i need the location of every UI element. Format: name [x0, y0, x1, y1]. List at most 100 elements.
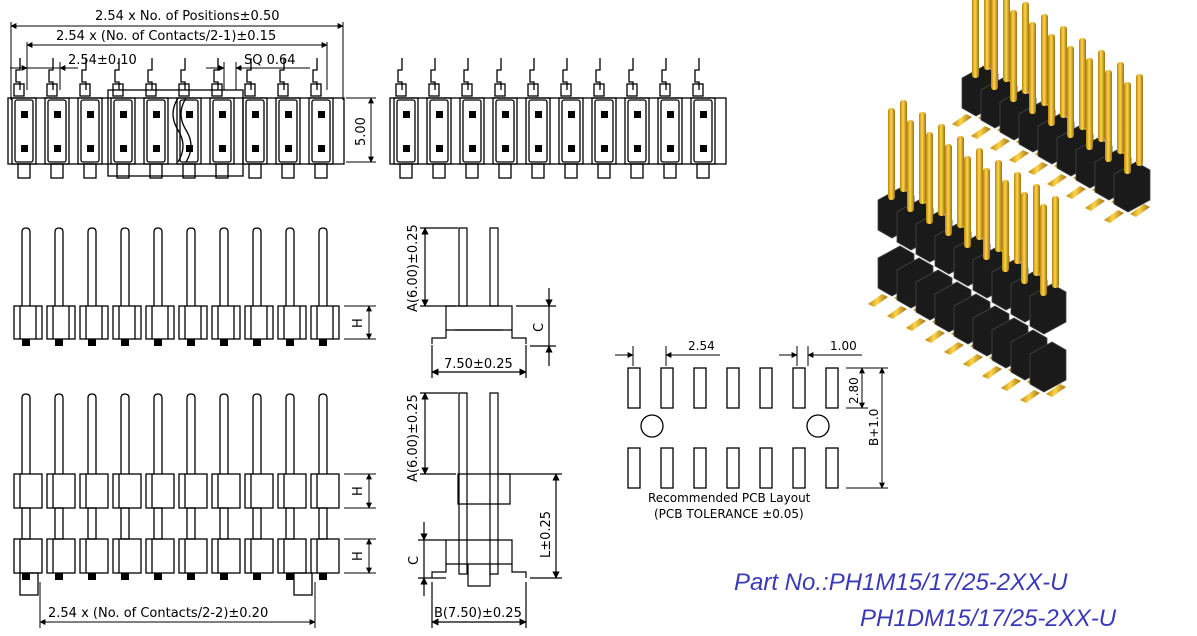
pin-lead-top [15, 58, 21, 90]
pin-square [153, 111, 160, 118]
l-label: L±0.25 [539, 511, 554, 558]
pin-square [502, 145, 509, 152]
pin-tip-top [277, 83, 289, 97]
c-label-2: C [407, 556, 422, 565]
width750: 7.50±0.25 [444, 357, 513, 372]
housing-cell [112, 305, 142, 340]
dim-sq: SQ 0.64 [244, 53, 296, 68]
pin-tip-top [244, 83, 256, 97]
break-frame [107, 89, 244, 177]
top-view-left [7, 58, 345, 179]
pin-square [469, 145, 476, 152]
pin-mid [54, 507, 64, 540]
pcb-pad-bottom [660, 447, 674, 489]
b750: B(7.50)±0.25 [434, 606, 522, 621]
pin-long [219, 393, 229, 474]
smt-foot [154, 339, 162, 346]
render-foot [868, 294, 888, 307]
housing-cell-upper [46, 473, 76, 509]
render-housing [1029, 341, 1067, 393]
pcb-pad-bottom [726, 447, 740, 489]
housing-cell-upper [310, 473, 340, 509]
render-foot [952, 114, 972, 127]
render-pin [984, 0, 991, 70]
pcb-pad-bottom [792, 447, 806, 489]
smt-foot [253, 339, 261, 346]
housing-cell [13, 305, 43, 340]
pin-square [318, 145, 325, 152]
render-pin [1136, 74, 1143, 166]
pin-lead-top [463, 58, 469, 90]
render-pin [907, 120, 914, 212]
dim-contacts-half: 2.54 x (No. of Contacts/2-1)±0.15 [56, 29, 276, 44]
housing-cell [211, 305, 241, 340]
pcb-pad-top [693, 367, 707, 409]
side-view-double-row [13, 393, 340, 596]
render-pin [1041, 14, 1048, 106]
render-pin [1014, 172, 1021, 264]
smt-foot [253, 573, 261, 580]
housing-inner [245, 99, 265, 163]
smt-foot [220, 573, 228, 580]
pin-lead-top [628, 58, 634, 90]
pin-square [87, 111, 94, 118]
end-peg [293, 572, 313, 596]
pin-square [186, 111, 193, 118]
housing-cell-lower [277, 538, 307, 574]
pin-square [252, 145, 259, 152]
render-pin [983, 168, 990, 260]
side-view-single-row [13, 227, 340, 346]
pin-lead-top [48, 58, 54, 90]
pin-square [252, 111, 259, 118]
housing-cell [244, 305, 274, 340]
pcb-b-plus: B+1.0 [867, 409, 881, 446]
pin-lead-top [397, 58, 403, 90]
pin-lead-bottom [399, 163, 413, 179]
pin-lead-top [430, 58, 436, 90]
render-pin [972, 0, 979, 78]
smt-foot [319, 339, 327, 346]
render-pin [919, 112, 926, 204]
render-pin [1098, 50, 1105, 142]
render-pin [1021, 192, 1028, 284]
pcb-pad-top [792, 367, 806, 409]
smt-foot [55, 573, 63, 580]
pin-lead-top [213, 58, 219, 90]
pin-lead-bottom [83, 163, 97, 179]
housing-cell-upper [13, 473, 43, 509]
pin-square [700, 145, 707, 152]
pin-square [436, 145, 443, 152]
render-foot [944, 342, 964, 355]
housing-cell-lower [13, 538, 43, 574]
pin-lead-top [562, 58, 568, 90]
pin-long [252, 393, 262, 474]
break-line [180, 97, 192, 163]
pcb-caption-2: (PCB TOLERANCE ±0.05) [654, 507, 804, 521]
housing-inner [594, 99, 614, 163]
pin-lead-bottom [498, 163, 512, 179]
housing-cell-upper [178, 473, 208, 509]
pin-long [318, 393, 328, 474]
pin-square [634, 145, 641, 152]
pin-tip-top [428, 83, 440, 97]
dim-pitch: 2.54±0.10 [68, 53, 137, 68]
pin-mid [285, 507, 295, 540]
render-pin [1029, 22, 1036, 114]
render-foot [1085, 198, 1105, 211]
housing-cell-lower [178, 538, 208, 574]
housing-cell-upper [112, 473, 142, 509]
pin-tip-top [626, 83, 638, 97]
pcb-hole [806, 414, 830, 438]
pin-mid [120, 507, 130, 540]
pcb-pad-bottom [693, 447, 707, 489]
pin-tip-top [692, 83, 704, 97]
pin-square [568, 111, 575, 118]
pin-lead-bottom [630, 163, 644, 179]
render-foot [1001, 378, 1021, 391]
pin-tip-top [79, 83, 91, 97]
pin-square [285, 145, 292, 152]
smt-foot [121, 573, 129, 580]
housing-cell-lower [79, 538, 109, 574]
pin-square [87, 145, 94, 152]
part-no-line2: PH1DM15/17/25-2XX-U [860, 605, 1117, 631]
